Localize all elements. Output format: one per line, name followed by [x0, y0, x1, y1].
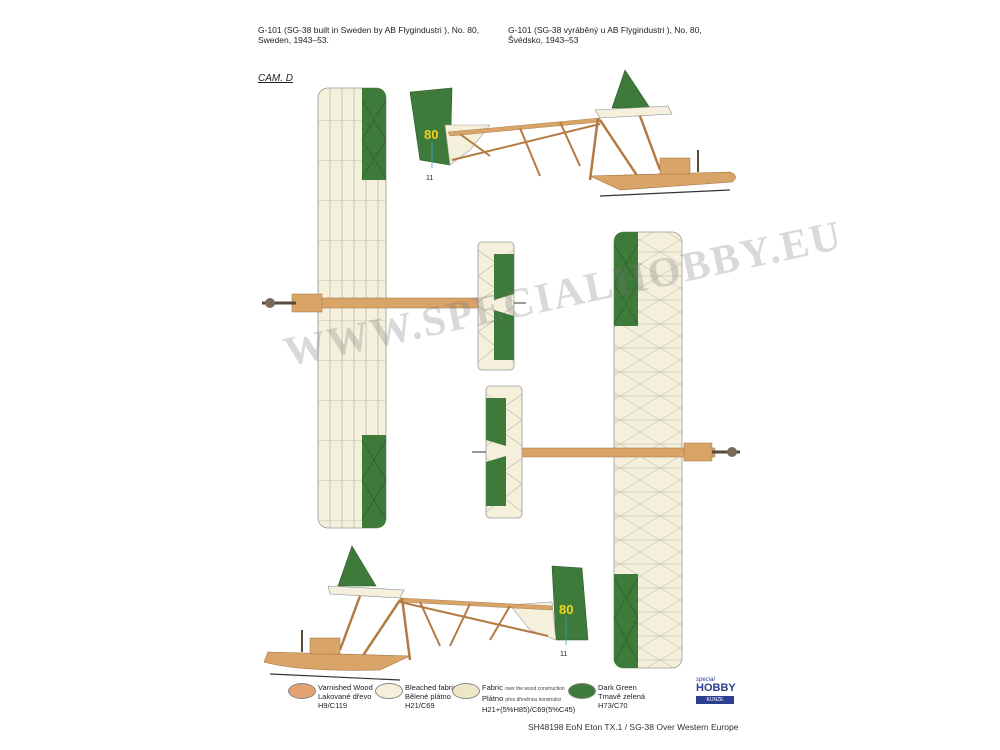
side-view-upper-number: 80	[424, 127, 438, 142]
side-view-upper-callout: 11	[426, 175, 433, 182]
legend-code: H73/C70	[598, 701, 628, 710]
bottom-view-fuselage	[489, 447, 716, 458]
color-swatch	[288, 683, 316, 699]
footer-product-title: SH48198 EoN Eton TX.1 / SG-38 Over Weste…	[528, 722, 739, 732]
top-view-wing-green-tip-upper	[362, 88, 386, 180]
legend-name-cz: Lakované dřevo	[318, 692, 372, 701]
legend-code: H21+(5%H85)/C69(5%C45)	[482, 705, 576, 714]
top-view	[262, 87, 526, 529]
color-swatch	[375, 683, 403, 699]
side-view-lower-rudder	[551, 565, 589, 641]
bottom-view-wing-green-tip-lower	[614, 574, 638, 668]
top-view-elevator-green	[494, 254, 514, 360]
scheme-label: CAM. D	[258, 73, 293, 84]
special-hobby-logo: special HOBBY KUNZE	[696, 677, 736, 704]
color-swatch	[568, 683, 596, 699]
legend-note-cz: přes dřevěnou konstrukci	[505, 697, 562, 703]
legend-code: H21/C69	[405, 701, 435, 710]
legend-name-cz: Plátno	[482, 694, 504, 703]
legend-code: H9/C119	[318, 701, 348, 710]
side-view-lower-pylon	[337, 545, 377, 587]
bottom-view-elevator-green	[486, 398, 506, 506]
caption-english: G-101 (SG-38 built in Sweden by AB Flygi…	[258, 25, 480, 45]
side-view-upper-skid	[589, 171, 736, 191]
bottom-view-wing-green-tip-upper	[614, 232, 638, 326]
side-view-lower-wing-section	[327, 585, 405, 599]
legend-name-cz: Tmavě zelená	[598, 692, 646, 701]
side-view-lower-skid	[263, 651, 411, 671]
legend-note: over the wood construction	[504, 686, 565, 692]
top-view-wing-green-tip-lower	[362, 435, 386, 528]
legend-name-cz: Bělené plátno	[405, 692, 451, 701]
side-view-lower-number: 80	[559, 602, 573, 617]
side-view-lower-callout: 11	[560, 651, 567, 658]
caption-czech: G-101 (SG-38 vyráběný u AB Flygindustri …	[508, 25, 702, 45]
legend-name-en: Bleached fabric	[405, 683, 457, 692]
side-view-upper-wing-section	[594, 105, 673, 119]
legend-name-en: Varnished Wood	[318, 683, 373, 692]
side-view-lower: 80	[263, 545, 589, 681]
bottom-view	[472, 231, 740, 669]
color-swatch	[452, 683, 480, 699]
legend-name-en: Dark Green	[598, 683, 637, 692]
legend-name-en: Fabric	[482, 683, 503, 692]
side-view-upper-pylon	[611, 69, 651, 109]
side-view-upper: 80	[409, 69, 736, 197]
